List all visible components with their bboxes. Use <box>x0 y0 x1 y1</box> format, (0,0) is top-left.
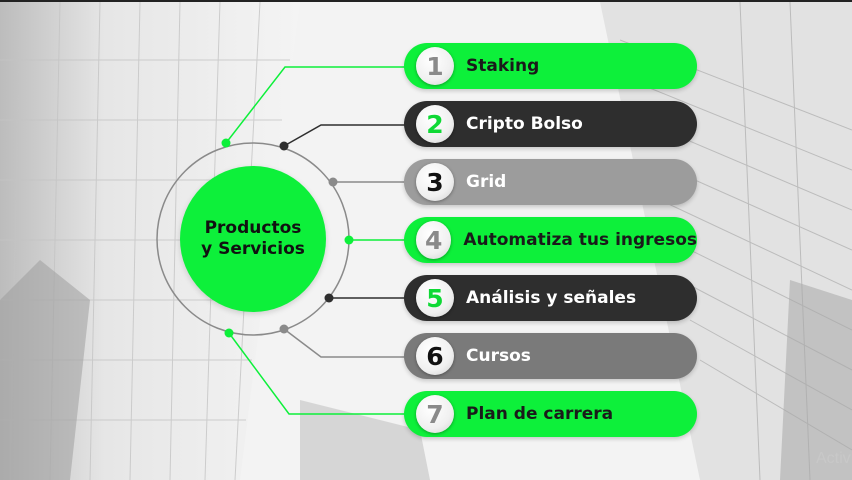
number-badge: 3 <box>416 163 454 201</box>
center-title-line1: Productos <box>204 218 302 238</box>
center-title-line2: y Servicios <box>201 239 305 259</box>
center-node: Productos y Servicios <box>180 166 326 312</box>
top-border <box>0 0 852 2</box>
item-plan-de-carrera[interactable]: 7 Plan de carrera <box>404 391 697 437</box>
item-automatiza[interactable]: 4 Automatiza tus ingresos <box>404 217 697 263</box>
number-badge: 1 <box>416 47 454 85</box>
activation-watermark: Activ <box>816 450 851 467</box>
item-staking[interactable]: 1 Staking <box>404 43 697 89</box>
connector-dot <box>224 328 234 338</box>
number-badge: 2 <box>416 105 454 143</box>
connector-dot <box>328 177 338 187</box>
item-label: Cripto Bolso <box>466 114 583 134</box>
number-badge: 6 <box>416 337 454 375</box>
center-title: Productos y Servicios <box>188 218 318 260</box>
item-label: Plan de carrera <box>466 404 614 424</box>
item-grid[interactable]: 3 Grid <box>404 159 697 205</box>
item-label: Automatiza tus ingresos <box>463 230 697 250</box>
connector-dot <box>344 235 354 245</box>
connector-dot <box>324 293 334 303</box>
item-label: Cursos <box>466 346 531 366</box>
number-badge: 7 <box>416 395 454 433</box>
connector-dot <box>279 324 289 334</box>
item-label: Staking <box>466 56 540 76</box>
item-cripto-bolso[interactable]: 2 Cripto Bolso <box>404 101 697 147</box>
item-label: Análisis y señales <box>466 288 637 308</box>
number-badge: 4 <box>416 221 452 259</box>
item-cursos[interactable]: 6 Cursos <box>404 333 697 379</box>
connector-dot <box>279 141 289 151</box>
item-analisis[interactable]: 5 Análisis y señales <box>404 275 697 321</box>
number-badge: 5 <box>416 279 454 317</box>
connector-dot <box>221 138 231 148</box>
item-label: Grid <box>466 172 507 192</box>
